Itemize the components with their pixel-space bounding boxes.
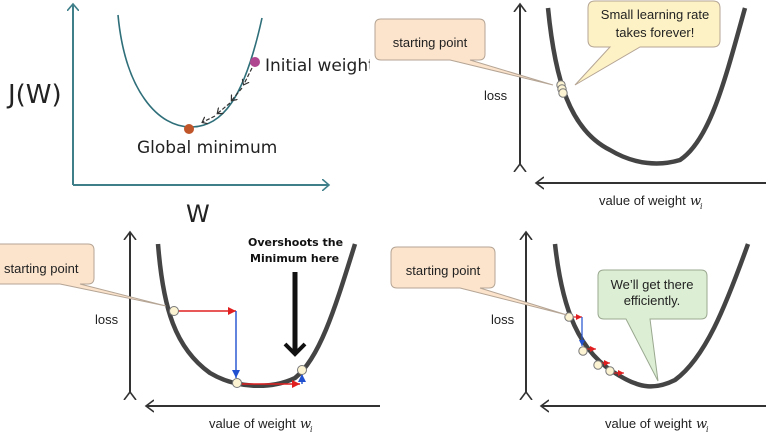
panel-c-note-line1: Overshoots the [248,236,343,249]
panel-large-learning-rate: starting point Overshoots the Minimum he… [0,228,380,445]
panel-c-x-symbol: w [300,417,311,432]
panel-d-speech-bubble [597,269,708,382]
panel-good-learning-rate: starting point We’ll get there efficient… [380,228,766,445]
global-minimum-label: Global minimum [137,138,277,158]
panel-d-x-subscript: i [706,425,709,434]
panel-b-speech-bubble [574,0,721,86]
initial-weight-point [250,57,260,67]
panel-c-note-line2: Minimum here [250,252,339,265]
panel-c-y-label: loss [95,312,119,327]
panel-a-descent-arrows [203,67,253,122]
panel-global-minimum: J(W) W Initial weights Global minimum [0,0,370,225]
panel-c-steps [174,307,306,388]
panel-b-figure: starting point Small learning rate takes… [374,0,766,211]
global-minimum-point [184,124,194,134]
panel-b-speech-line1: Small learning rate [601,7,709,22]
panel-d-y-label: loss [491,312,515,327]
panel-a-figure: J(W) W Initial weights Global minimum [6,0,370,225]
panel-d-x-symbol: w [696,417,707,432]
panel-d-step-points [564,312,615,376]
panel-d-speech-line2: efficiently. [624,293,681,308]
panel-c-loss-curve [155,243,358,388]
panel-c-x-label: value of weight [209,416,296,431]
panel-b-y-label: loss [484,88,508,103]
panel-d-figure: starting point We’ll get there efficient… [390,228,766,434]
panel-b-callout-text: starting point [393,35,468,50]
panel-a-y-label: J(W) [6,80,62,110]
panel-d-x-label: value of weight [605,416,692,431]
panel-b-step-points [556,80,568,98]
panel-d-callout-text: starting point [406,263,481,278]
panel-c-figure: starting point Overshoots the Minimum he… [0,228,380,434]
panel-c-x-subscript: i [310,425,313,434]
panel-c-callout-text: starting point [4,261,79,276]
panel-b-x-subscript: i [700,202,703,211]
panel-b-speech-line2: takes forever! [616,25,695,40]
initial-weights-label: Initial weights [265,56,370,76]
panel-b-x-label: value of weight [599,193,686,208]
panel-b-callout [374,18,554,86]
panel-a-x-label: W [186,200,210,225]
panel-d-callout [390,246,568,316]
panel-c-callout [0,243,167,307]
panel-c-step-points [169,306,307,388]
panel-b-x-symbol: w [690,194,701,209]
panel-d-speech-line1: We’ll get there [611,277,694,292]
panel-a-cost-curve [117,14,263,128]
panel-small-learning-rate: starting point Small learning rate takes… [370,0,766,215]
